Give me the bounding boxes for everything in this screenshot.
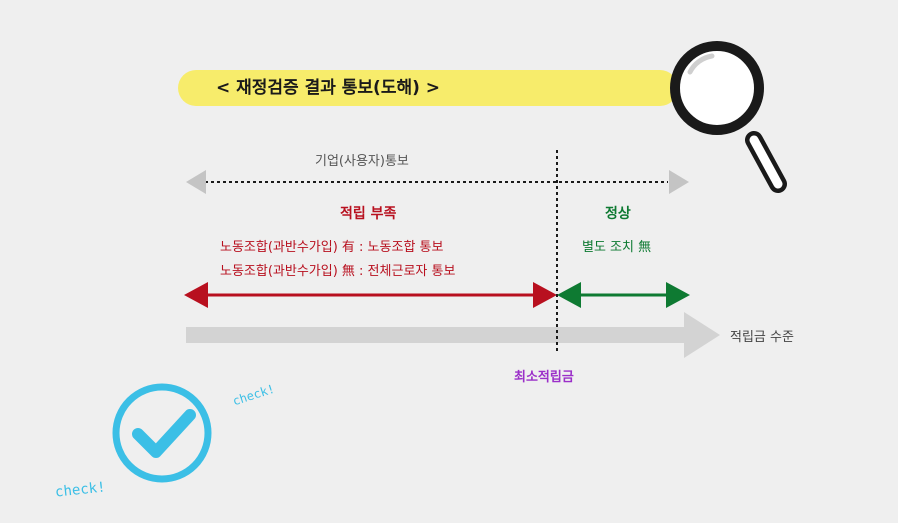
axis-arrow [186, 312, 720, 358]
axis-label: 적립금 수준 [730, 330, 794, 345]
title-highlight [178, 70, 678, 106]
insufficient-line-1: 노동조합(과반수가입) 有 : 노동조합 통보 [220, 240, 444, 255]
checkmark-icon [112, 383, 212, 483]
magnifier-icon [670, 41, 787, 193]
notify-all-label: 기업(사용자)통보 [315, 154, 409, 169]
threshold-label: 최소적립금 [514, 370, 574, 385]
normal-arrow [557, 282, 690, 308]
normal-line-1: 별도 조치 無 [582, 240, 652, 255]
notify-all-arrow [186, 170, 689, 194]
normal-label: 정상 [605, 206, 631, 222]
insufficient-line-2: 노동조합(과반수가입) 無 : 전체근로자 통보 [220, 264, 456, 279]
insufficient-label: 적립 부족 [340, 206, 397, 222]
page-title: < 재정검증 결과 통보(도해) > [215, 78, 441, 98]
insufficient-arrow [184, 282, 557, 308]
